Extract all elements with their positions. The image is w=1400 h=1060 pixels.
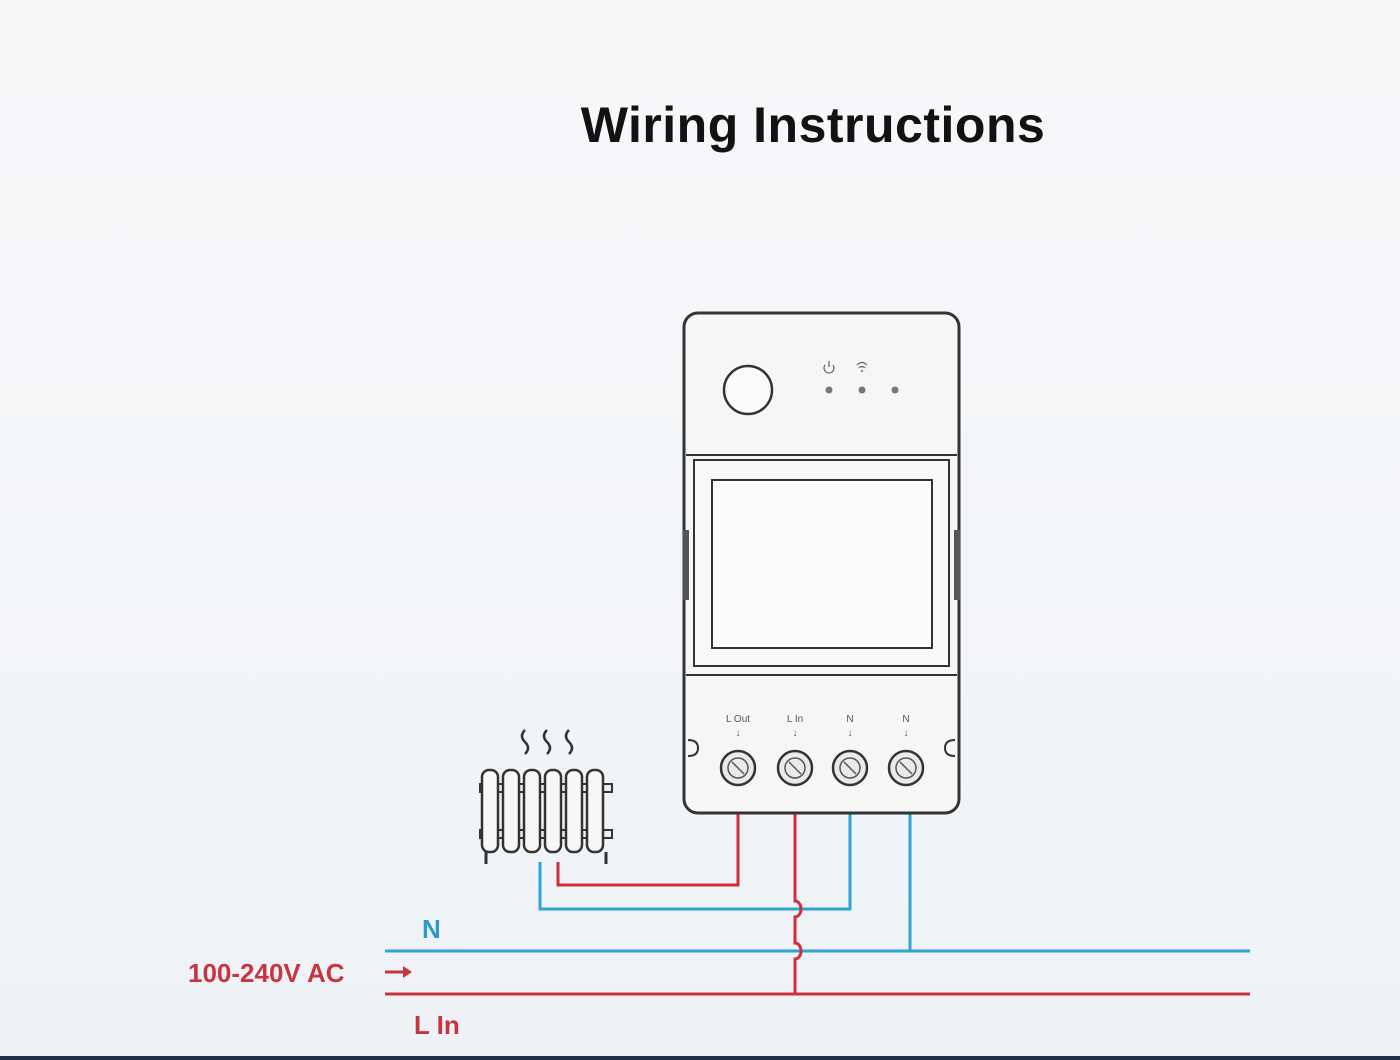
live-in-wire [793,812,803,994]
terminal-n-2: N ↓ [887,714,925,787]
neutral-label: N [422,914,441,944]
wifi-indicator-icon [856,361,868,372]
display-screen [711,479,933,649]
live-in-label: L In [414,1010,460,1040]
live-out-wire [556,812,740,887]
svg-text:L Out: L Out [726,714,750,725]
wifi-led [858,386,866,394]
svg-text:↓: ↓ [848,728,853,739]
svg-text:N: N [846,714,853,725]
terminal-n-1: N ↓ [831,714,869,787]
status-led-icon [891,386,899,394]
smart-thermostat-device [682,311,961,815]
svg-text:↓: ↓ [793,728,798,739]
bottom-border [0,1056,1400,1060]
supply-arrow-icon [385,966,412,978]
power-indicator-icon [823,361,835,374]
radiator-heater-icon [479,729,613,864]
power-button[interactable] [722,364,774,416]
terminal-l-out: L Out ↓ [719,714,757,787]
supply-voltage-label: 100-240V AC [188,958,345,988]
page-title: Wiring Instructions [580,97,1046,153]
svg-text:L In: L In [787,714,803,725]
neutral-load-wire [538,812,852,911]
svg-text:↓: ↓ [736,728,741,739]
terminal-l-in: L In ↓ [776,714,814,787]
power-led [825,386,833,394]
terminal-block: L Out ↓ L In ↓ N ↓ N [719,714,925,787]
svg-text:↓: ↓ [904,728,909,739]
svg-text:N: N [902,714,909,725]
